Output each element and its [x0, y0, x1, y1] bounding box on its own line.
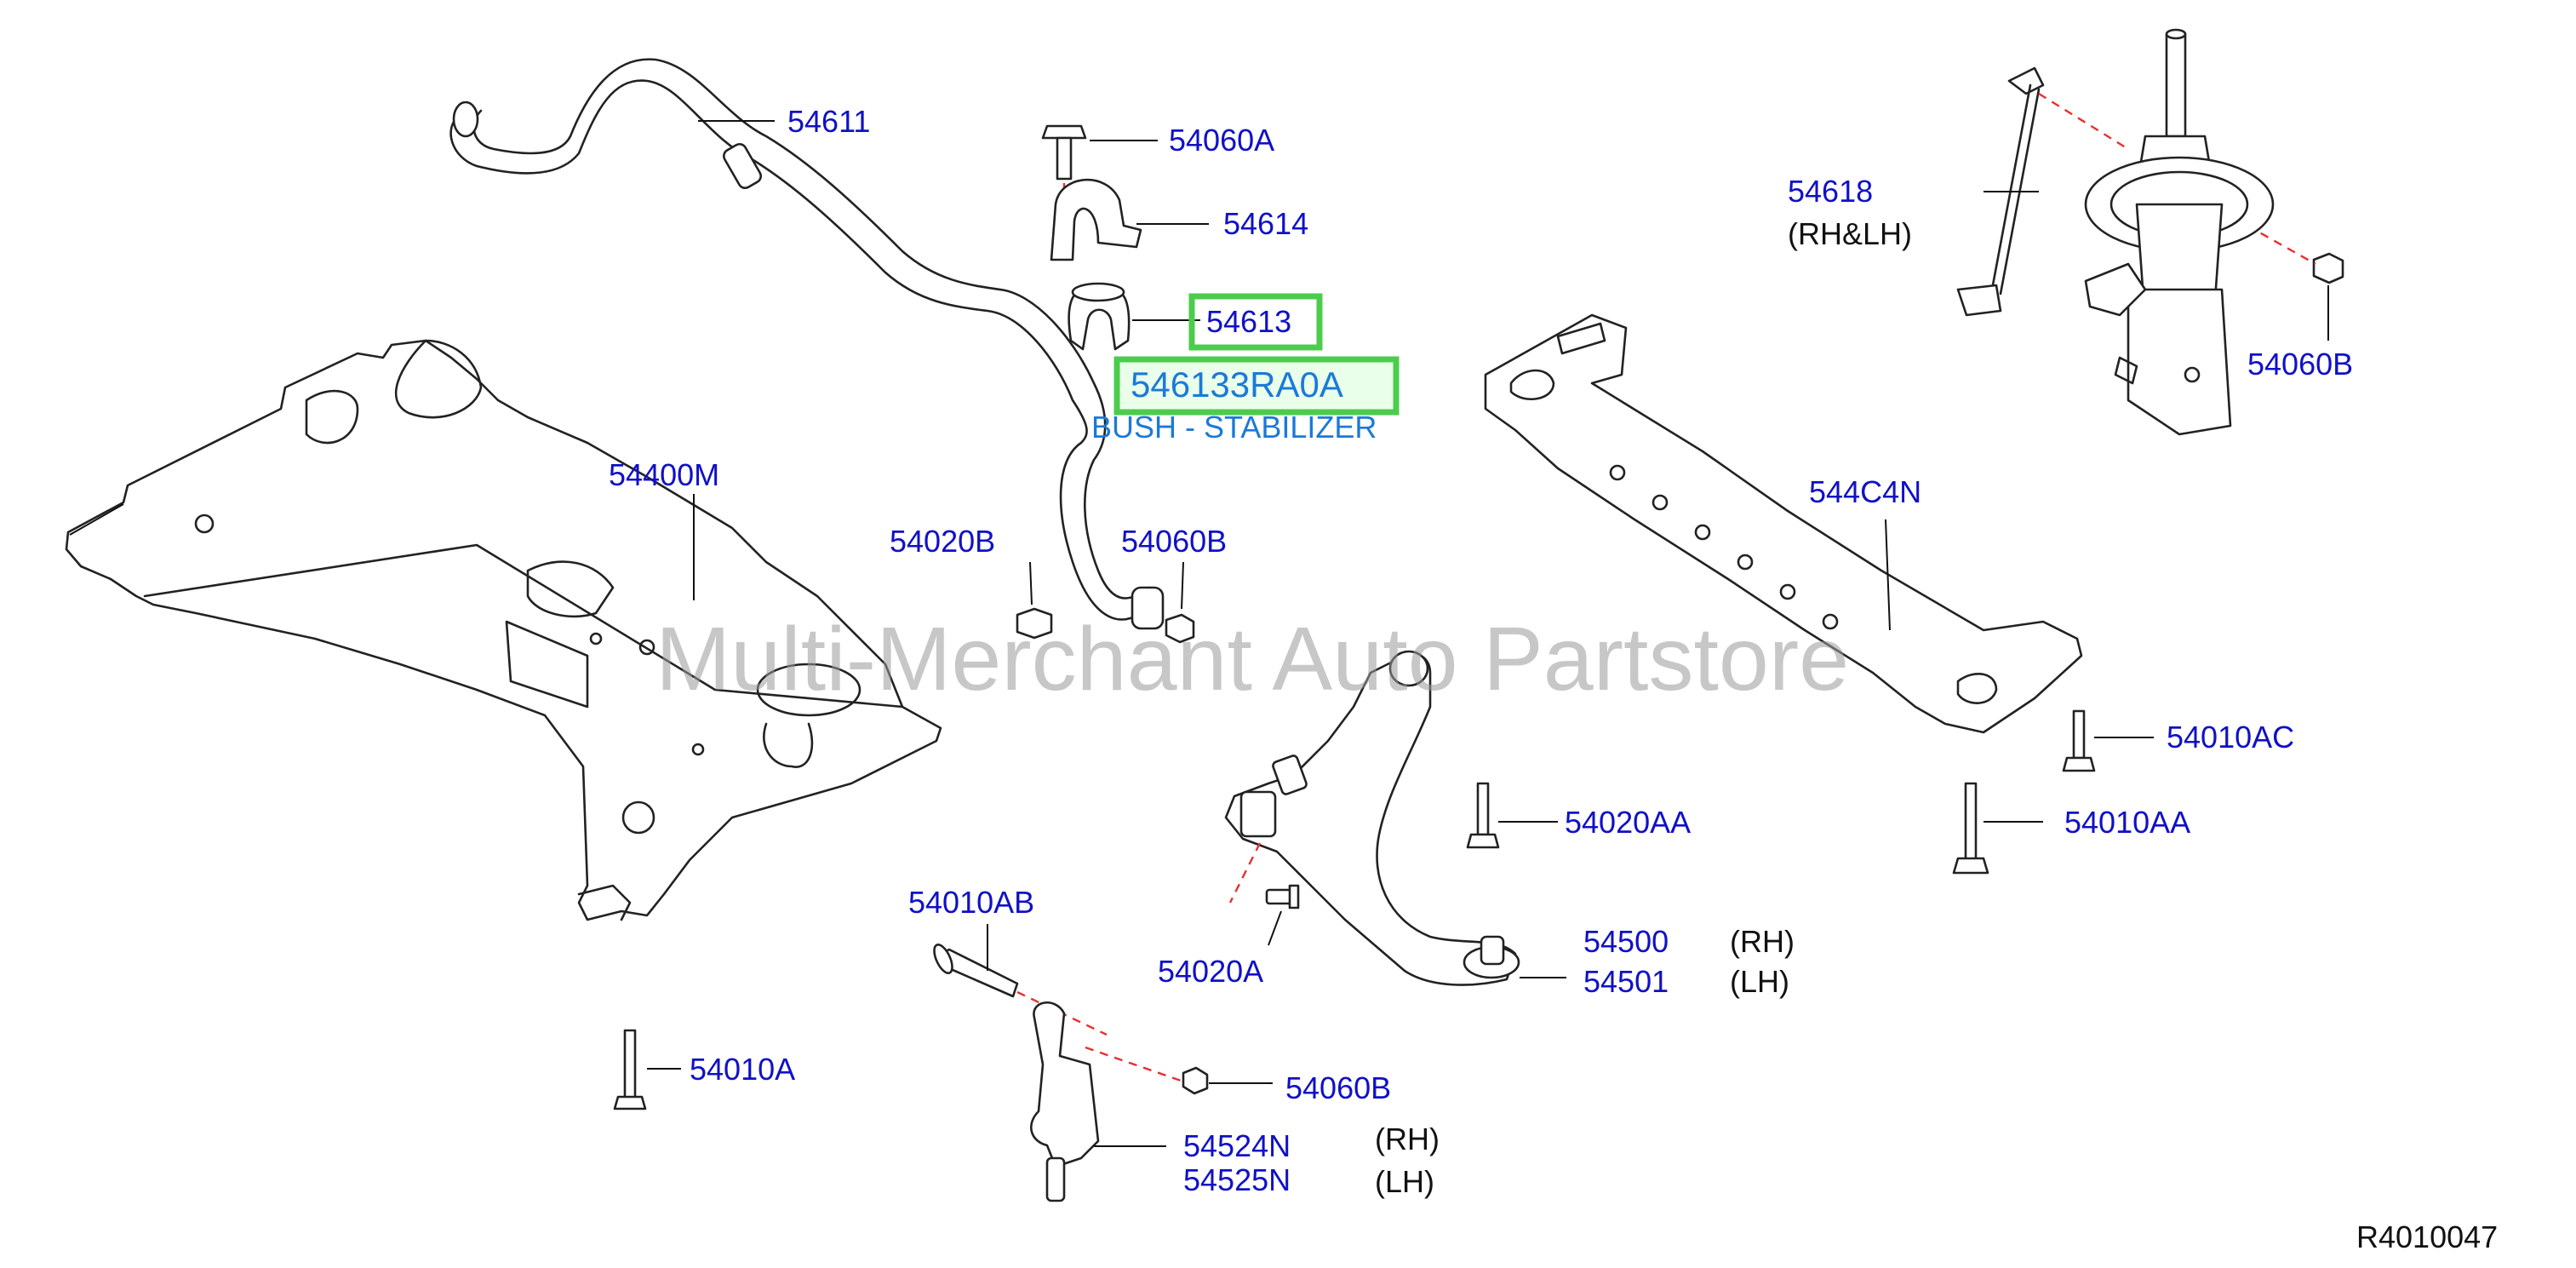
clamp-54614-drawing — [1050, 178, 1142, 261]
label-54010a[interactable]: 54010A — [690, 1052, 795, 1087]
label-54525n-side: (LH) — [1375, 1164, 1434, 1199]
bolt-54020aa-drawing — [1466, 782, 1500, 849]
nut-54020b-drawing — [1016, 607, 1053, 640]
label-54500-side: (RH) — [1730, 924, 1795, 959]
label-54020aa[interactable]: 54020AA — [1565, 805, 1691, 840]
strut-and-link-54618-drawing — [1956, 28, 2275, 436]
label-54524n[interactable]: 54524N — [1183, 1128, 1291, 1163]
label-54060b-low[interactable]: 54060B — [1285, 1070, 1391, 1105]
label-54010aa[interactable]: 54010AA — [2064, 805, 2190, 840]
label-54060a[interactable]: 54060A — [1169, 123, 1274, 158]
label-54618[interactable]: 54618 — [1788, 174, 1873, 209]
nut-54060b-mid-drawing — [1165, 613, 1195, 644]
label-54500[interactable]: 54500 — [1583, 924, 1669, 959]
crossmember-544c4n-drawing — [1484, 313, 2083, 734]
stabilizer-bar-drawing — [449, 58, 1165, 630]
label-54060b-top[interactable]: 54060B — [2247, 347, 2353, 382]
label-54400m[interactable]: 54400M — [609, 457, 719, 492]
label-54618-side: (RH&LH) — [1788, 216, 1912, 251]
label-54501[interactable]: 54501 — [1583, 964, 1669, 999]
label-54614[interactable]: 54614 — [1223, 206, 1308, 241]
label-54060b-mid[interactable]: 54060B — [1121, 524, 1227, 559]
label-54501-side: (LH) — [1730, 964, 1789, 999]
label-544c4n[interactable]: 544C4N — [1809, 474, 1921, 509]
drawing-code: R4010047 — [2356, 1219, 2498, 1254]
label-54613[interactable]: 54613 — [1206, 304, 1291, 339]
bush-54613-drawing — [1068, 282, 1131, 351]
label-54020a[interactable]: 54020A — [1158, 954, 1263, 989]
label-54010ac[interactable]: 54010AC — [2167, 720, 2294, 754]
link-54524n-drawing — [1030, 1001, 1209, 1202]
label-54525n[interactable]: 54525N — [1183, 1162, 1291, 1197]
lower-control-arm-drawing — [1224, 650, 1520, 986]
label-bush-stabilizer: BUSH - STABILIZER — [1091, 410, 1377, 445]
bolt-54010a-drawing — [613, 1029, 647, 1110]
label-54020b[interactable]: 54020B — [890, 524, 995, 559]
bolt-54010aa-drawing — [1952, 782, 1989, 875]
bolt-54010ab-drawing — [933, 944, 1108, 1036]
label-54611[interactable]: 54611 — [787, 104, 870, 139]
watermark-text: Multi-Merchant Auto Partstore — [655, 609, 1849, 709]
label-546133ra0a[interactable]: 546133RA0A — [1131, 364, 1343, 404]
bolt-54020a-drawing — [1265, 884, 1300, 909]
label-54524n-side: (RH) — [1375, 1122, 1440, 1156]
bolt-54010ac-drawing — [2062, 709, 2096, 772]
leader-lines — [647, 120, 2329, 1147]
subframe-54400m-drawing — [65, 339, 942, 921]
highlight-546133ra0a — [1113, 356, 1400, 416]
highlight-54613 — [1188, 293, 1323, 351]
nut-54060b-top-drawing — [2247, 224, 2344, 284]
label-54010ab[interactable]: 54010AB — [908, 885, 1034, 920]
